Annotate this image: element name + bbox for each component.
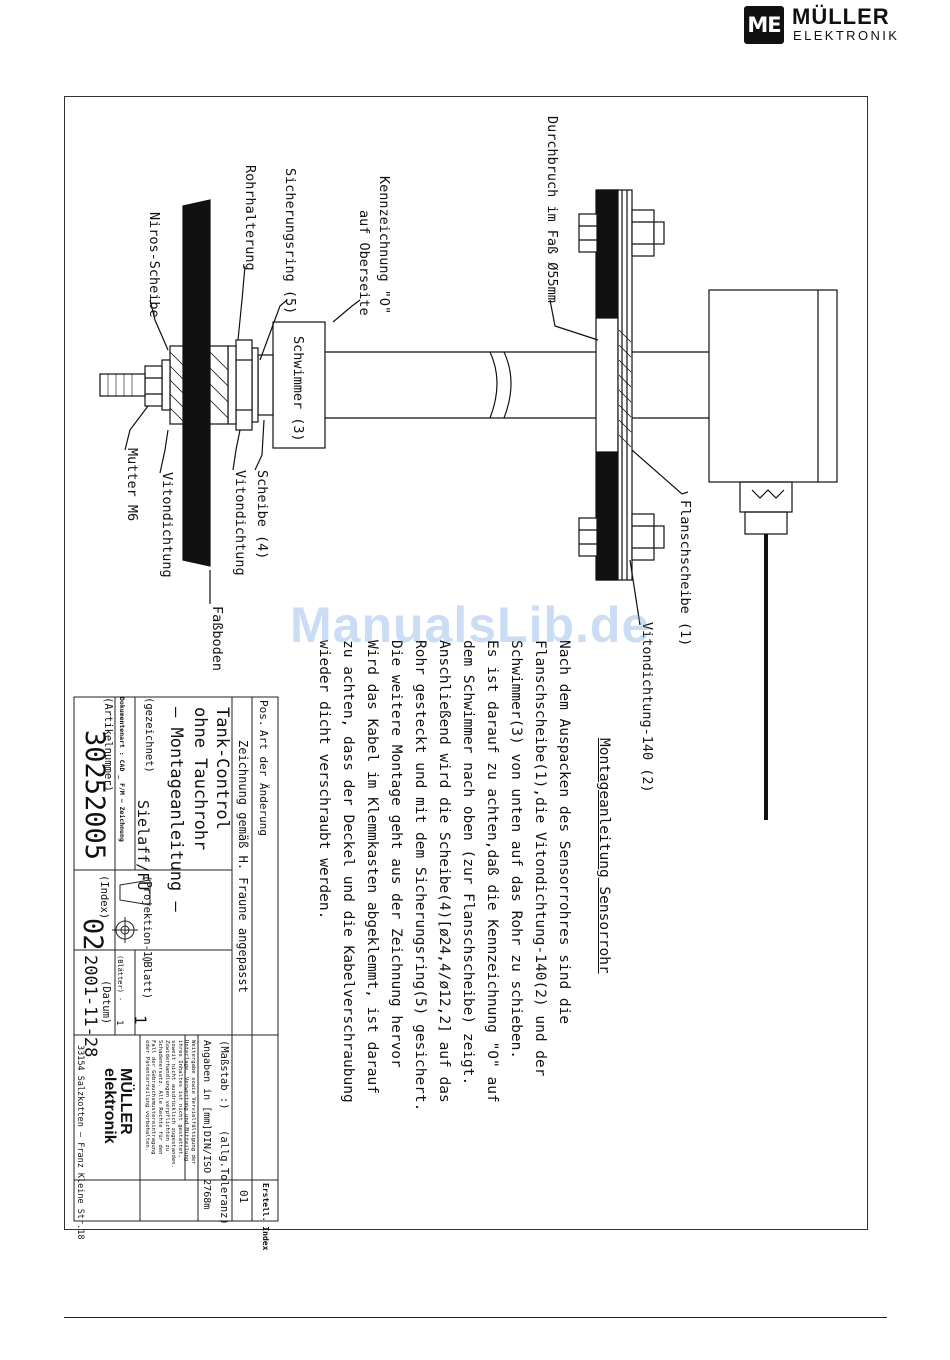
watermark: ManualsLib.de [290, 597, 651, 653]
barrel-wall-lower [596, 451, 618, 581]
tb-blatt-value: 1 [131, 1015, 150, 1025]
logo-name: MÜLLER [792, 4, 890, 29]
barrel-bottom [182, 199, 211, 567]
tb-index-value: 02 [77, 918, 108, 951]
company-logo-line: MÜLLER [117, 1068, 134, 1135]
tb-massstab-label: (Maßstab :) [218, 1040, 230, 1110]
tb-blaetter-value: 1 [114, 1020, 124, 1026]
tb-address: 33154 Salzkotten – Franz Kleine Str.18 [75, 1045, 85, 1240]
tb-title-3: – Montageanleitung – [166, 707, 186, 912]
barrel-wall-upper [596, 189, 618, 319]
tb-gezeichnet-label: (gezeichnet) [143, 697, 155, 773]
footer-rule [64, 1317, 887, 1318]
tb-index-label: (Index) [98, 875, 110, 920]
tb-artikelnummer: 30252005 [79, 730, 110, 861]
tb-blatt-label: (Blatt) [141, 955, 153, 1000]
tb-blaetter-label: (Blätter) - [116, 955, 124, 1002]
legal-line: ihres Inhaltes ist nicht gestattet, [176, 1040, 183, 1158]
legal-line: Zuwiderhandlungen verpflichten zu [163, 1040, 170, 1152]
logo-mark: ME [744, 6, 784, 44]
tb-title-2: ohne Tauchrohr [190, 707, 210, 851]
tb-change-text: Zeichnung gemäß H. Fraune angepasst [236, 740, 250, 993]
tb-title-1: Tank-Control [212, 707, 232, 830]
legal-line: Weitergabe sowie Vervielfältigung der [190, 1040, 196, 1165]
tb-datum-label: (Datum) [100, 980, 112, 1025]
tb-datum-value: 2001-11-28 [80, 955, 100, 1058]
tb-pos-header: Pos. [257, 700, 270, 727]
legal-line: Fall der Gebrauchsmustereintragung [150, 1040, 157, 1155]
logo-subtitle: ELEKTRONIK [793, 28, 900, 43]
tb-toleranz-label: (allg.Toleranz) [218, 1130, 230, 1225]
tb-din: DIN/ISO 2768m [201, 1131, 212, 1210]
tb-projektion-label: (Projektion-1) [141, 875, 153, 964]
company-logo-line: elektronik [101, 1068, 118, 1144]
legal-line: Schadenersatz. Alle Rechte für den [157, 1040, 164, 1155]
legal-line: oder Patenterteilung vorbehalten. [143, 1040, 150, 1152]
tb-legal: Weitergabe sowie Vervielfältigung der Un… [143, 1040, 196, 1168]
tb-company-logo: MÜLLER elektronik [101, 1068, 134, 1144]
tb-angaben: Angaben in [mm] [201, 1040, 212, 1131]
legal-line: soweit nicht ausdrücklich zugestanden. [170, 1040, 177, 1168]
tb-index-header: Erstell. Index [261, 1183, 270, 1251]
tb-art-header: Art der Änderung [257, 730, 270, 836]
tb-dokumentenart: Dokumentenart : CAD _ F/M – Zeichnung [118, 697, 126, 842]
legal-line: Unterlage, Verwertung und Mitteilung [183, 1040, 190, 1162]
float [272, 321, 326, 449]
drawing-frame [64, 96, 868, 1230]
brand-logo: ME MÜLLER ELEKTRONIK [744, 4, 897, 46]
tb-change-index: 01 [237, 1190, 250, 1204]
